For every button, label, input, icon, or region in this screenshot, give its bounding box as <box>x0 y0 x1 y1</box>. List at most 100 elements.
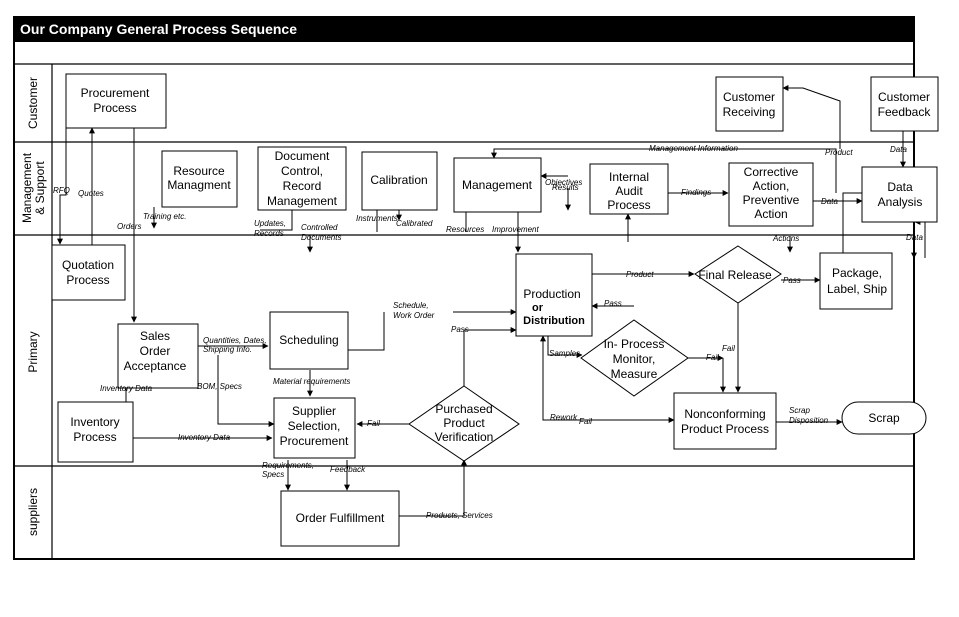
label-orders: Orders <box>117 222 141 231</box>
label-work-order: Work Order <box>393 311 435 320</box>
document-control-box <box>257 146 347 211</box>
label-bom-specs: BOM, Specs <box>197 382 242 391</box>
internal-audit-box <box>589 163 669 215</box>
label-fail-nonconforming: Fail <box>579 417 592 426</box>
lane-label-suppliers: suppliers <box>26 488 40 536</box>
in-process-diamond <box>580 319 689 397</box>
lane-label-support: & Support <box>33 161 47 215</box>
label-objectives: Objectives <box>545 178 582 187</box>
label-data-feedback: Data <box>890 145 907 154</box>
label-updates: Updates, <box>254 219 286 228</box>
customer-feedback-label-1: Customer <box>878 90 930 104</box>
procurement-process-box <box>65 73 167 129</box>
purchased-verification-label-1: Purchased <box>435 402 492 416</box>
management-box <box>453 157 542 213</box>
production-label-3: Distribution <box>523 315 585 327</box>
sales-order-label-1: Sales <box>140 329 170 343</box>
label-feedback: Feedback <box>330 465 366 474</box>
quotation-process-label-2: Process <box>66 273 109 287</box>
label-quotes: Quotes <box>78 189 104 198</box>
resource-management-label-1: Resource <box>173 164 225 178</box>
in-process-label-3: Measure <box>611 367 658 381</box>
document-control-label-4: Management <box>267 194 338 208</box>
internal-audit-label-1: Internal <box>609 170 649 184</box>
corrective-action-label-1: Corrective <box>744 165 799 179</box>
production-box <box>515 253 593 337</box>
internal-audit-label-3: Process <box>607 198 650 212</box>
lane-label-customer: Customer <box>26 77 40 129</box>
nonconforming-label-1: Nonconforming <box>684 407 765 421</box>
connectors <box>57 85 926 517</box>
supplier-selection-label-3: Procurement <box>280 434 349 448</box>
package-label-2: Label, Ship <box>827 282 887 296</box>
scrap-label: Scrap <box>868 411 900 425</box>
label-requirements: Requirements, <box>262 461 314 470</box>
label-improvement: Improvement <box>492 225 539 234</box>
data-analysis-box <box>861 166 938 223</box>
label-pass-in-process: Pass <box>604 299 622 308</box>
label-inventory-data: Inventory Data <box>100 384 153 393</box>
inventory-process-label-2: Process <box>73 430 116 444</box>
label-resources: Resources <box>446 225 484 234</box>
label-disposition: Disposition <box>789 416 829 425</box>
production-label-1: Production <box>523 287 580 301</box>
label-shipping-info: Shipping Info. <box>203 345 252 354</box>
nonconforming-label-2: Product Process <box>681 422 769 436</box>
quotation-process-label-1: Quotation <box>62 258 114 272</box>
in-process-label-2: Monitor, <box>613 352 656 366</box>
decision-diamonds <box>408 245 782 462</box>
document-control-label-2: Control, <box>281 164 323 178</box>
package-box <box>819 252 893 310</box>
corrective-action-label-3: Preventive <box>743 193 800 207</box>
label-results: Results <box>552 183 579 192</box>
label-actions: Actions <box>772 234 799 243</box>
final-release-label: Final Release <box>698 268 772 282</box>
data-analysis-label-2: Analysis <box>878 195 923 209</box>
purchased-verification-label-3: Verification <box>435 430 494 444</box>
label-samples: Samples <box>549 349 580 358</box>
label-products-services: Products, Services <box>426 511 493 520</box>
inventory-process-box <box>57 401 134 463</box>
label-calibrated: Calibrated <box>396 219 433 228</box>
label-data-ca: Data <box>821 197 838 206</box>
calibration-label: Calibration <box>370 173 427 187</box>
lane-label-primary: Primary <box>26 331 40 372</box>
label-rfq: RFQ <box>53 186 70 195</box>
data-analysis-label-1: Data <box>887 180 913 194</box>
supplier-selection-box <box>273 397 356 459</box>
label-inventory-data-2: Inventory Data <box>178 433 231 442</box>
label-product-final: Product <box>626 270 654 279</box>
purchased-verification-diamond <box>408 385 520 462</box>
lane-label-management: Management <box>20 152 34 223</box>
label-product-top: Product <box>825 148 853 157</box>
procurement-process-label-1: Procurement <box>81 86 150 100</box>
corrective-action-box <box>728 162 814 227</box>
resource-management-label-2: Managment <box>167 178 231 192</box>
purchased-verification-label-2: Product <box>443 416 485 430</box>
label-specs: Specs <box>262 470 284 479</box>
customer-receiving-box <box>715 76 784 132</box>
process-boxes <box>51 73 939 547</box>
customer-feedback-box <box>870 76 939 132</box>
label-data-right: Data <box>906 233 923 242</box>
in-process-label-1: In- Process <box>604 337 665 351</box>
package-label-1: Package, <box>832 266 882 280</box>
resource-management-box <box>161 150 238 208</box>
document-control-label-3: Record <box>283 179 322 193</box>
sales-order-label-3: Acceptance <box>124 359 187 373</box>
label-material-requirements: Material requirements <box>273 377 350 386</box>
title-bar <box>14 17 914 42</box>
label-records: Records <box>254 229 284 238</box>
label-documents: Documents <box>301 233 341 242</box>
customer-receiving-label-1: Customer <box>723 90 775 104</box>
corrective-action-label-2: Action, <box>753 179 790 193</box>
label-pass-package: Pass <box>783 276 801 285</box>
label-management-information: Management Information <box>649 144 738 153</box>
internal-audit-label-2: Audit <box>615 184 643 198</box>
label-schedule: Schedule, <box>393 301 429 310</box>
label-training: Training etc. <box>143 212 186 221</box>
scheduling-box <box>269 311 349 370</box>
label-scrap: Scrap <box>789 406 810 415</box>
inventory-process-label-1: Inventory <box>70 415 119 429</box>
